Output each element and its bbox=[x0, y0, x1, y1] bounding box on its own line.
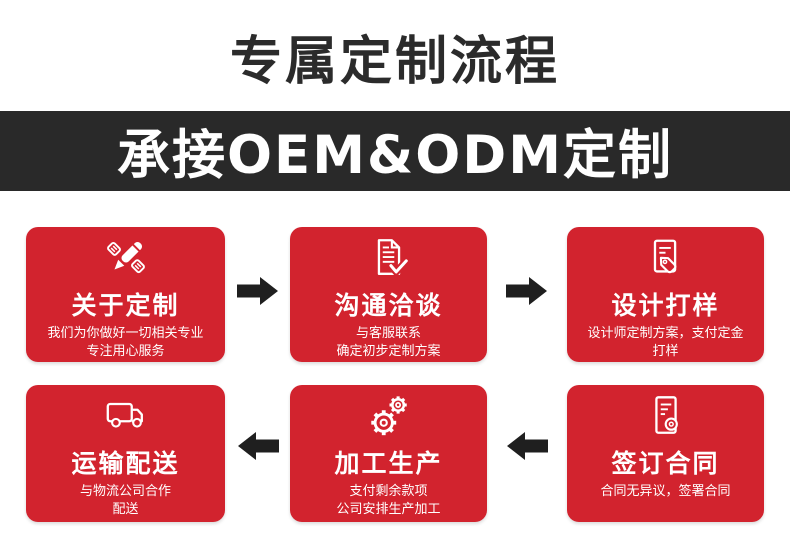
card-about-customization: 关于定制 我们为你做好一切相关专业 专注用心服务 bbox=[26, 227, 225, 362]
design-pencil-icon bbox=[103, 235, 149, 281]
card-desc: 与物流公司合作 配送 bbox=[80, 483, 171, 521]
card-desc-line: 配送 bbox=[112, 502, 139, 518]
arrow-left-icon bbox=[506, 431, 548, 461]
card-communication: 沟通洽谈 与客服联系 确定初步定制方案 bbox=[290, 227, 487, 362]
card-desc-line: 支付剩余款项 bbox=[349, 483, 428, 499]
card-desc: 合同无异议，签署合同 bbox=[600, 483, 730, 502]
card-desc-line: 打样 bbox=[652, 344, 679, 360]
card-production: 加工生产 支付剩余款项 公司安排生产加工 bbox=[290, 385, 487, 522]
card-title: 关于定制 bbox=[71, 291, 180, 320]
card-desc-line: 与客服联系 bbox=[355, 325, 421, 341]
card-desc: 我们为你做好一切相关专业 专注用心服务 bbox=[47, 325, 203, 363]
card-desc: 与客服联系 确定初步定制方案 bbox=[336, 325, 440, 363]
card-desc-line: 合同无异议，签署合同 bbox=[600, 483, 731, 499]
arrow-right-icon bbox=[506, 276, 548, 306]
page-title: 专属定制流程 bbox=[229, 32, 560, 92]
card-design-sampling: 设计打样 设计师定制方案，支付定金 打样 bbox=[567, 227, 764, 362]
truck-icon bbox=[103, 393, 149, 439]
card-desc-line: 公司安排生产加工 bbox=[336, 502, 441, 518]
card-desc: 支付剩余款项 公司安排生产加工 bbox=[336, 483, 440, 521]
oem-odm-banner: 承接OEM&ODM定制 bbox=[0, 111, 790, 191]
card-desc-line: 专注用心服务 bbox=[86, 344, 165, 360]
card-title: 沟通洽谈 bbox=[334, 291, 443, 320]
card-desc: 设计师定制方案，支付定金 打样 bbox=[587, 325, 743, 363]
card-shipping: 运输配送 与物流公司合作 配送 bbox=[26, 385, 225, 522]
document-tag-icon bbox=[643, 235, 689, 281]
card-title: 设计打样 bbox=[611, 291, 720, 320]
card-desc-line: 设计师定制方案，支付定金 bbox=[587, 325, 744, 341]
card-desc-line: 与物流公司合作 bbox=[79, 483, 171, 499]
banner-text: 承接OEM&ODM定制 bbox=[116, 125, 673, 186]
card-desc-line: 我们为你做好一切相关专业 bbox=[47, 325, 204, 341]
card-title: 签订合同 bbox=[611, 449, 720, 478]
arrow-right-icon bbox=[237, 276, 279, 306]
gears-icon bbox=[366, 393, 412, 439]
card-sign-contract: 签订合同 合同无异议，签署合同 bbox=[567, 385, 764, 522]
card-desc-line: 确定初步定制方案 bbox=[336, 344, 441, 360]
arrow-left-icon bbox=[237, 431, 279, 461]
document-check-icon bbox=[366, 235, 412, 281]
card-title: 运输配送 bbox=[71, 449, 180, 478]
card-title: 加工生产 bbox=[334, 449, 443, 478]
contract-seal-icon bbox=[643, 393, 689, 439]
